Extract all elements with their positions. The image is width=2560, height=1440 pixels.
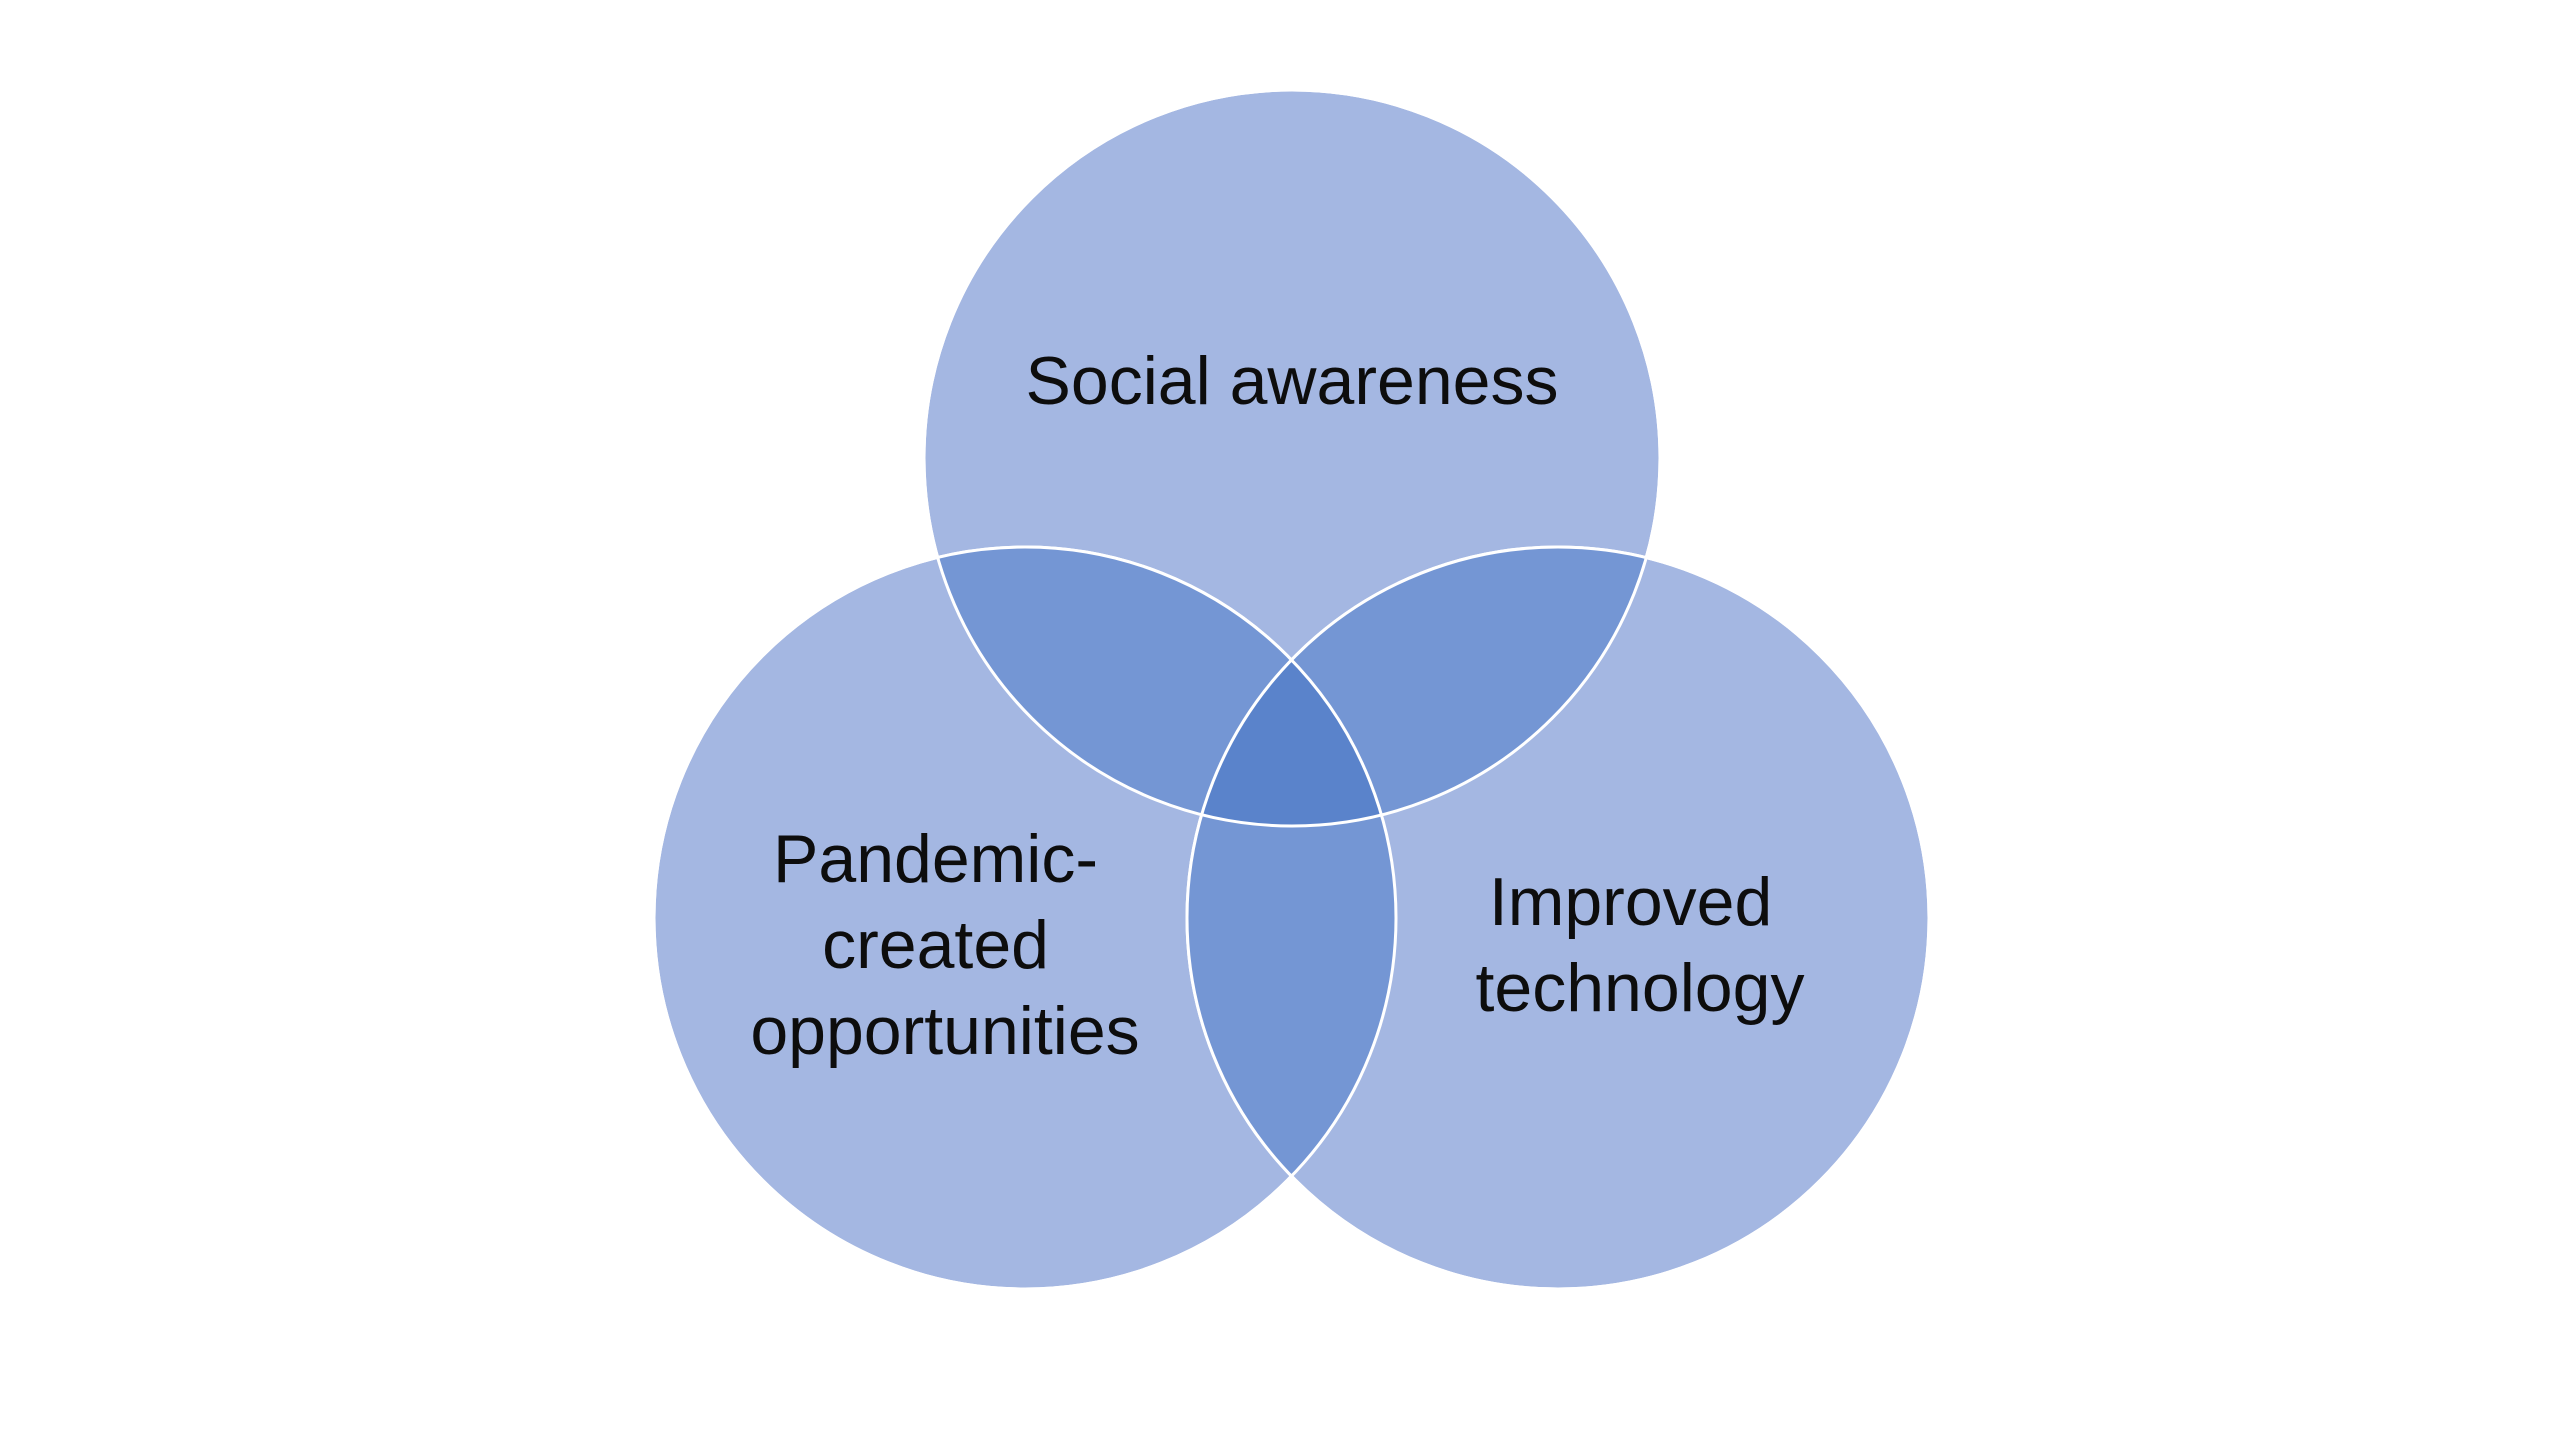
label-technology-line-2: technology xyxy=(1476,950,1805,1026)
label-technology-line-1: Improved xyxy=(1489,864,1772,940)
label-pandemic-line-1: Pandemic- xyxy=(773,821,1098,897)
label-pandemic-opportunities: Pandemic- created opportunities xyxy=(750,821,1139,1069)
overlap-social-pandemic xyxy=(924,547,1396,826)
venn-outlines xyxy=(652,88,1931,1291)
label-improved-technology: Improved technology xyxy=(1476,864,1805,1026)
label-social-awareness: Social awareness xyxy=(1026,343,1559,419)
label-pandemic-line-3: opportunities xyxy=(750,993,1139,1069)
label-pandemic-line-2: created xyxy=(822,907,1049,983)
overlap-social-technology xyxy=(1187,547,1660,826)
label-social-awareness-line-1: Social awareness xyxy=(1026,343,1559,419)
